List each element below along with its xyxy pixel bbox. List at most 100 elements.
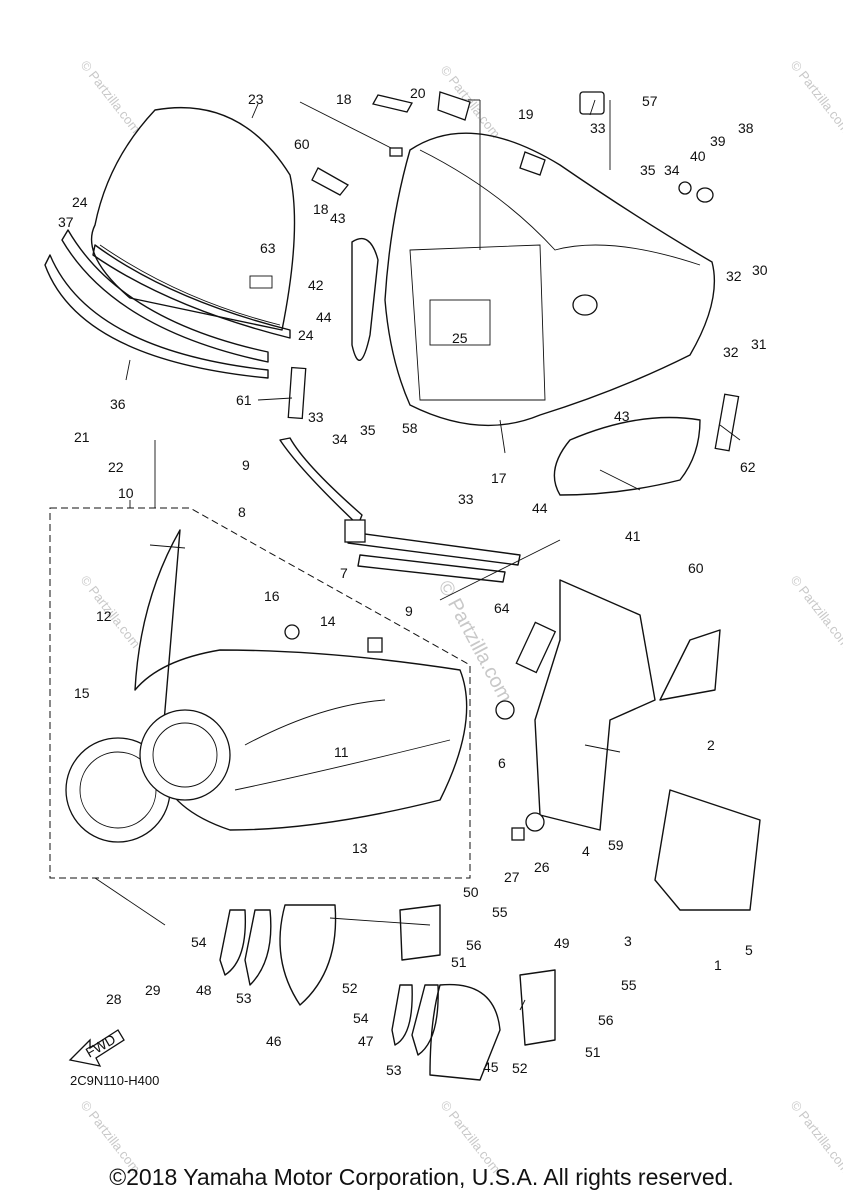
part-label: 53 <box>386 1062 402 1078</box>
part-label: 6 <box>498 755 506 771</box>
mid-brackets-drawing <box>279 437 521 583</box>
part-label: 24 <box>298 327 314 343</box>
part-label: 12 <box>96 608 112 624</box>
stay-frames-drawing <box>495 579 761 911</box>
part-label: 33 <box>458 491 474 507</box>
part-label: 64 <box>494 600 510 616</box>
part-label: 63 <box>260 240 276 256</box>
part-label: 55 <box>492 904 508 920</box>
part-label: 29 <box>145 982 161 998</box>
part-label: 10 <box>118 485 134 501</box>
part-label: 2 <box>707 737 715 753</box>
part-label: 45 <box>483 1059 499 1075</box>
windshield-drawing <box>90 106 296 331</box>
part-label: 33 <box>590 120 606 136</box>
part-label: 21 <box>74 429 90 445</box>
watermark-corner: © Partzilla.com <box>788 58 843 136</box>
part-label: 22 <box>108 459 124 475</box>
part-label: 5 <box>745 942 753 958</box>
part-label: 44 <box>532 500 548 516</box>
part-label: 4 <box>582 843 590 859</box>
part-label: 1 <box>714 957 722 973</box>
part-label: 23 <box>248 91 264 107</box>
part-label: 31 <box>751 336 767 352</box>
part-label: 36 <box>110 396 126 412</box>
lower-panels-drawing <box>219 904 556 1081</box>
part-label: 51 <box>451 954 467 970</box>
part-label: 25 <box>452 330 468 346</box>
watermark-corner: © Partzilla.com <box>78 58 144 136</box>
part-label: 37 <box>58 214 74 230</box>
part-label: 50 <box>463 884 479 900</box>
part-label: 8 <box>238 504 246 520</box>
part-label: 53 <box>236 990 252 1006</box>
part-label: 27 <box>504 869 520 885</box>
part-label: 51 <box>585 1044 601 1060</box>
part-label: 26 <box>534 859 550 875</box>
part-label: 40 <box>690 148 706 164</box>
part-label: 9 <box>405 603 413 619</box>
part-label: 62 <box>740 459 756 475</box>
part-label: 55 <box>621 977 637 993</box>
part-label: 47 <box>358 1033 374 1049</box>
part-number-labels: 1 2 3 4 5 6 7 8 9 9 10 11 12 13 14 15 16… <box>58 85 768 1078</box>
part-label: 58 <box>402 420 418 436</box>
part-label: 17 <box>491 470 507 486</box>
part-label: 32 <box>726 268 742 284</box>
part-label: 38 <box>738 120 754 136</box>
part-label: 61 <box>236 392 252 408</box>
part-label: 41 <box>625 528 641 544</box>
part-label: 11 <box>334 744 349 760</box>
part-label: 16 <box>264 588 280 604</box>
part-label: 60 <box>294 136 310 152</box>
part-label: 54 <box>353 1010 369 1026</box>
part-label: 42 <box>308 277 324 293</box>
part-label: 43 <box>330 210 346 226</box>
part-label: 57 <box>642 93 658 109</box>
part-label: 56 <box>466 937 482 953</box>
part-label: 52 <box>512 1060 528 1076</box>
part-label: 3 <box>624 933 632 949</box>
part-label: 32 <box>723 344 739 360</box>
upper-cowling-drawing <box>299 91 716 427</box>
part-label: 56 <box>598 1012 614 1028</box>
part-label: 33 <box>308 409 324 425</box>
strips-drawing <box>287 366 740 674</box>
part-label: 59 <box>608 837 624 853</box>
part-label: 18 <box>336 91 352 107</box>
part-label: 34 <box>664 162 680 178</box>
watermark-center: © Partzilla.com <box>434 577 517 706</box>
part-label: 13 <box>352 840 368 856</box>
lower-fairing-drawing <box>49 507 471 879</box>
part-label: 43 <box>614 408 630 424</box>
part-label: 24 <box>72 194 88 210</box>
watermark-layer: © Partzilla.com © Partzilla.com © Partzi… <box>78 58 843 1176</box>
part-label: 28 <box>106 991 122 1007</box>
part-label: 54 <box>191 934 207 950</box>
part-label: 39 <box>710 133 726 149</box>
part-label: 20 <box>410 85 426 101</box>
part-label: 19 <box>518 106 534 122</box>
part-label: 14 <box>320 613 336 629</box>
leader-lines <box>94 99 741 1011</box>
part-label: 49 <box>554 935 570 951</box>
part-label: 9 <box>242 457 250 473</box>
part-label: 30 <box>752 262 768 278</box>
side-brackets-drawing <box>351 237 701 496</box>
part-label: 48 <box>196 982 212 998</box>
copyright-notice: ©2018 Yamaha Motor Corporation, U.S.A. A… <box>109 1164 734 1190</box>
part-label: 52 <box>342 980 358 996</box>
part-label: 34 <box>332 431 348 447</box>
part-label: 46 <box>266 1033 282 1049</box>
windshield-trim-drawing <box>44 229 291 379</box>
part-label: 15 <box>74 685 90 701</box>
part-label: 44 <box>316 309 332 325</box>
part-label: 35 <box>360 422 376 438</box>
part-label: 60 <box>688 560 704 576</box>
part-label: 35 <box>640 162 656 178</box>
diagram-reference-code: 2C9N110-H400 <box>70 1073 160 1088</box>
part-label: 18 <box>313 201 329 217</box>
fwd-arrow-icon: FWD <box>68 1029 125 1067</box>
part-label: 7 <box>340 565 348 581</box>
